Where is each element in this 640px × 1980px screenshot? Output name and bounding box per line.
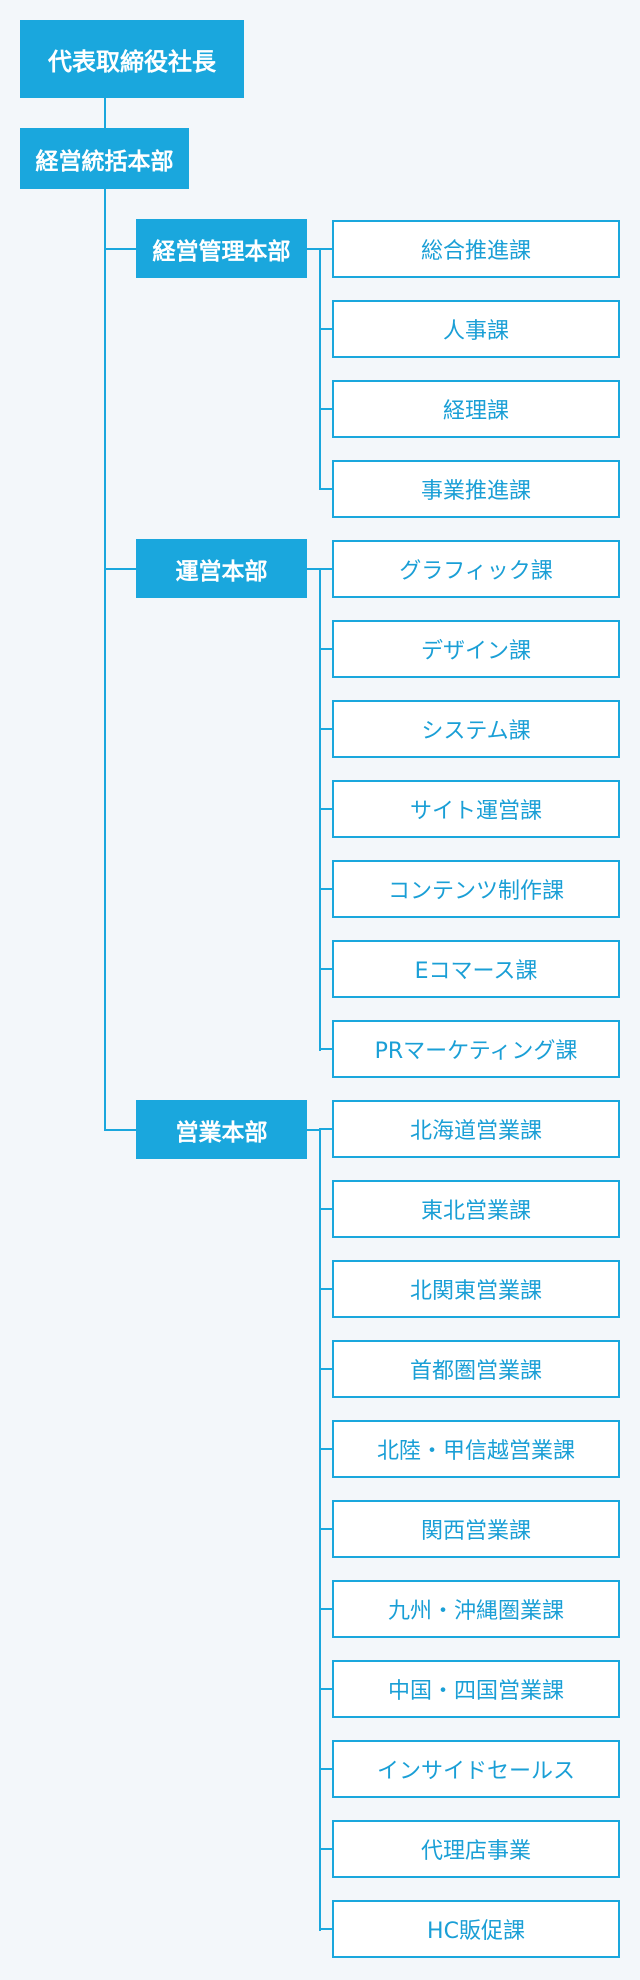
section-box: 経理課 [332,380,620,438]
section-box: 人事課 [332,300,620,358]
connector-division-0-stub [307,248,321,250]
division-node-operations: 運営本部 [136,539,307,598]
connector-tick [319,888,333,890]
section-box: 東北営業課 [332,1180,620,1238]
section-box: システム課 [332,700,620,758]
connector-tick [319,1928,333,1930]
section-box: 中国・四国営業課 [332,1660,620,1718]
connector-tick [319,1128,333,1130]
connector-tick [319,1848,333,1850]
connector-ceo-to-general [104,96,106,128]
section-box: インサイドセールス [332,1740,620,1798]
connector-division-0-trunk [319,248,321,490]
connector-to-division-1 [104,568,136,570]
connector-tick [319,568,333,570]
section-box: 北陸・甲信越営業課 [332,1420,620,1478]
connector-tick [319,1768,333,1770]
section-box: Eコマース課 [332,940,620,998]
section-box: 九州・沖縄圏業課 [332,1580,620,1638]
general-hq-node: 経営統括本部 [20,128,189,189]
connector-tick [319,248,333,250]
connector-tick [319,968,333,970]
connector-tick [319,1208,333,1210]
section-box: グラフィック課 [332,540,620,598]
connector-tick [319,1448,333,1450]
section-box: 関西営業課 [332,1500,620,1558]
connector-tick [319,1288,333,1290]
connector-division-1-stub [307,568,321,570]
section-box: サイト運営課 [332,780,620,838]
connector-tick [319,1608,333,1610]
connector-tick [319,408,333,410]
connector-to-division-0 [104,248,136,250]
connector-division-2-trunk [319,1129,321,1931]
connector-tick [319,1368,333,1370]
section-box: コンテンツ制作課 [332,860,620,918]
connector-tick [319,1688,333,1690]
connector-tick [319,1528,333,1530]
section-box: HC販促課 [332,1900,620,1958]
division-node-sales: 営業本部 [136,1100,307,1159]
section-box: 首都圏営業課 [332,1340,620,1398]
section-box: 北海道営業課 [332,1100,620,1158]
connector-tick [319,808,333,810]
section-box: 総合推進課 [332,220,620,278]
section-box: 事業推進課 [332,460,620,518]
section-box: デザイン課 [332,620,620,678]
section-box: 代理店事業 [332,1820,620,1878]
connector-tick [319,1048,333,1050]
connector-division-2-stub [307,1129,321,1131]
connector-tick [319,328,333,330]
connector-tick [319,488,333,490]
connector-tick [319,728,333,730]
connector-tick [319,648,333,650]
connector-to-division-2 [104,1129,136,1131]
section-box: 北関東営業課 [332,1260,620,1318]
ceo-node: 代表取締役社長 [20,20,244,98]
section-box: PRマーケティング課 [332,1020,620,1078]
connector-general-trunk [104,188,106,1131]
division-node-management: 経営管理本部 [136,219,307,278]
